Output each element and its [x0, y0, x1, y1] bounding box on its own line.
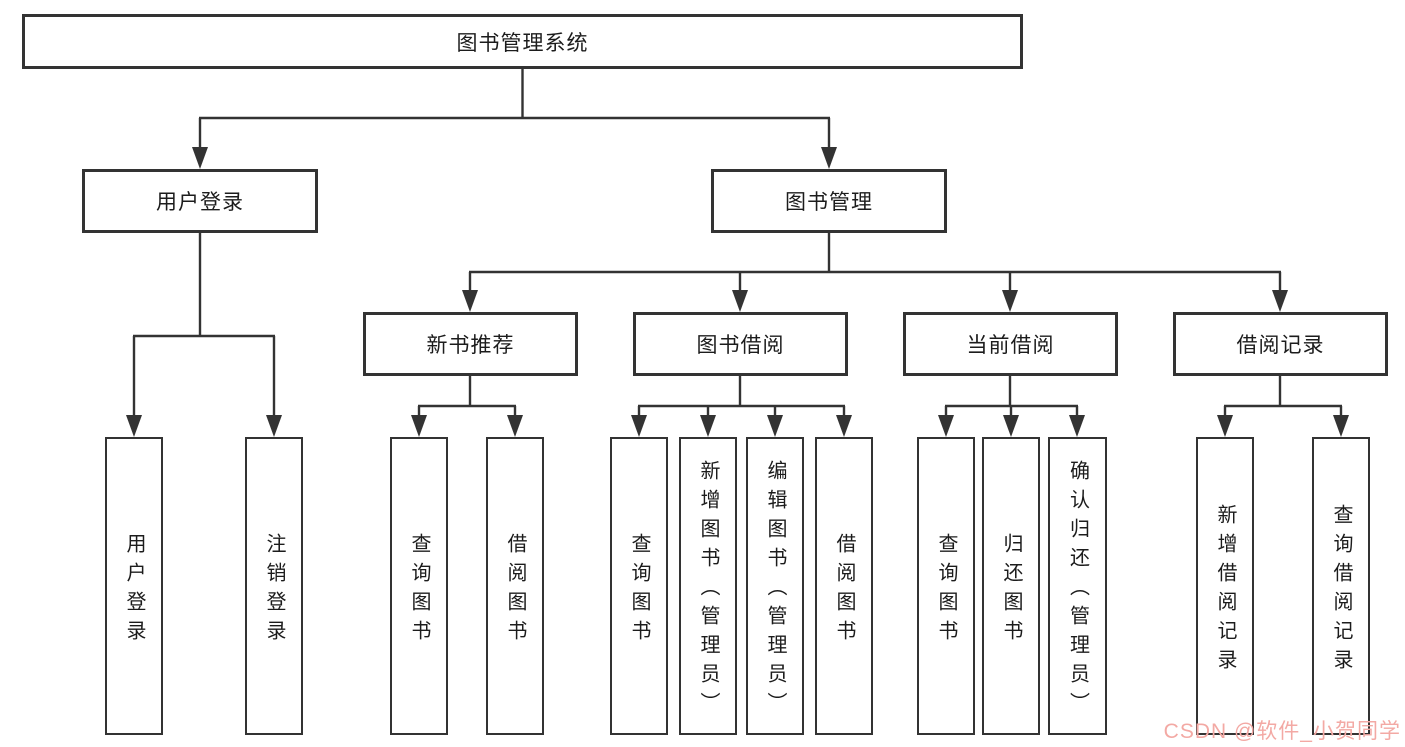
node-book-management: 图书管理	[711, 169, 947, 233]
leaf-add-books-admin-label: 新增图书（管理员）	[697, 460, 719, 721]
node-current-borrowing-label: 当前借阅	[966, 334, 1055, 357]
leaf-query-borrow-record-label: 查询借阅记录	[1330, 503, 1352, 678]
leaf-query-books-recommend-label: 查询图书	[408, 532, 430, 649]
leaf-logout-login: 注销登录	[245, 437, 303, 735]
leaf-query-books-current: 查询图书	[917, 437, 975, 735]
node-user-login: 用户登录	[82, 169, 318, 233]
node-book-borrowing: 图书借阅	[633, 312, 848, 376]
leaf-confirm-return-admin-label: 确认归还（管理员）	[1066, 460, 1089, 721]
watermark: CSDN @软件_小贺同学	[1163, 720, 1401, 743]
leaf-query-books-borrowing-label: 查询图书	[628, 532, 650, 649]
leaf-logout-login-label: 注销登录	[263, 532, 285, 649]
node-current-borrowing: 当前借阅	[903, 312, 1118, 376]
leaf-confirm-return-admin: 确认归还（管理员）	[1048, 437, 1107, 735]
node-new-book-recommend-label: 新书推荐	[426, 334, 515, 357]
leaf-query-books-recommend: 查询图书	[390, 437, 448, 735]
leaf-edit-books-admin-label: 编辑图书（管理员）	[764, 460, 786, 721]
leaf-borrow-books-borrowing: 借阅图书	[815, 437, 873, 735]
node-new-book-recommend: 新书推荐	[363, 312, 578, 376]
leaf-borrow-books-recommend: 借阅图书	[486, 437, 544, 735]
leaf-return-books-label: 归还图书	[1000, 532, 1022, 649]
node-user-login-label: 用户登录	[156, 191, 244, 214]
leaf-user-login-label: 用户登录	[123, 532, 145, 649]
leaf-query-borrow-record: 查询借阅记录	[1312, 437, 1370, 735]
node-book-management-label: 图书管理	[785, 191, 873, 214]
node-book-borrowing-label: 图书借阅	[696, 334, 785, 357]
leaf-query-books-current-label: 查询图书	[935, 532, 957, 649]
leaf-borrow-books-recommend-label: 借阅图书	[504, 532, 526, 649]
leaf-add-borrow-record-label: 新增借阅记录	[1214, 503, 1236, 678]
leaf-edit-books-admin: 编辑图书（管理员）	[746, 437, 804, 735]
leaf-return-books: 归还图书	[982, 437, 1040, 735]
leaf-add-books-admin: 新增图书（管理员）	[679, 437, 737, 735]
leaf-add-borrow-record: 新增借阅记录	[1196, 437, 1254, 735]
node-root-label: 图书管理系统	[456, 31, 589, 55]
node-borrowing-records-label: 借阅记录	[1236, 334, 1325, 357]
node-root: 图书管理系统	[22, 14, 1023, 69]
leaf-borrow-books-borrowing-label: 借阅图书	[833, 532, 855, 649]
node-borrowing-records: 借阅记录	[1173, 312, 1388, 376]
leaf-query-books-borrowing: 查询图书	[610, 437, 668, 735]
leaf-user-login: 用户登录	[105, 437, 163, 735]
